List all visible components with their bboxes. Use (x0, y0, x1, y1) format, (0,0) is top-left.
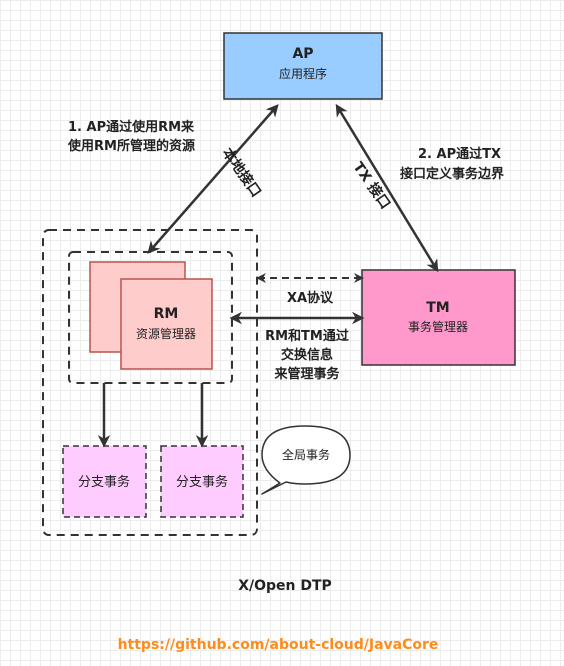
rm-tm-annotation-line3: 来管理事务 (273, 366, 340, 382)
ap-rm-arrow (147, 104, 279, 254)
xa-protocol-label: XA协议 (287, 290, 334, 306)
tm-subtitle: 事务管理器 (408, 319, 468, 334)
branch-left: 分支事务 (62, 445, 147, 518)
branch-right: 分支事务 (160, 445, 244, 518)
bubble-label: 全局事务 (282, 447, 330, 462)
rm-title: RM (154, 306, 179, 322)
bubble-shape (261, 425, 351, 495)
ap-title: AP (292, 46, 313, 62)
rm-node: RM 资源管理器 (89, 261, 213, 370)
tm-node: TM 事务管理器 (361, 269, 516, 366)
tm-box (361, 269, 516, 366)
branch-right-label: 分支事务 (176, 474, 228, 490)
native-interface-label: 本地接口 (219, 145, 265, 201)
branch-left-box (62, 445, 147, 518)
ap-rm-annotation-line1: 1. AP通过使用RM来 (68, 119, 195, 135)
ap-tm-annotation-line2: 接口定义事务边界 (400, 166, 504, 182)
rm-tm-annotation-line2: 交换信息 (281, 347, 333, 363)
tx-interface-label: TX 接口 (349, 159, 393, 212)
rm-subtitle: 资源管理器 (136, 326, 196, 341)
branch-left-label: 分支事务 (78, 474, 130, 490)
ap-node: AP 应用程序 (223, 32, 383, 100)
rm-tm-annotation-line1: RM和TM通过 (265, 328, 349, 344)
ap-tm-annotation-line1: 2. AP通过TX (418, 146, 501, 162)
diagram-caption: X/Open DTP (238, 578, 332, 594)
tm-title: TM (426, 300, 449, 316)
global-transaction-bubble: 全局事务 (261, 425, 351, 495)
ap-subtitle: 应用程序 (279, 66, 327, 81)
ap-rm-annotation-line2: 使用RM所管理的资源 (67, 138, 195, 154)
rm-front-box (120, 278, 213, 370)
ap-tm-arrow (335, 103, 439, 273)
footer-link[interactable]: https://github.com/about-cloud/JavaCore (118, 637, 439, 653)
ap-box (223, 32, 383, 100)
